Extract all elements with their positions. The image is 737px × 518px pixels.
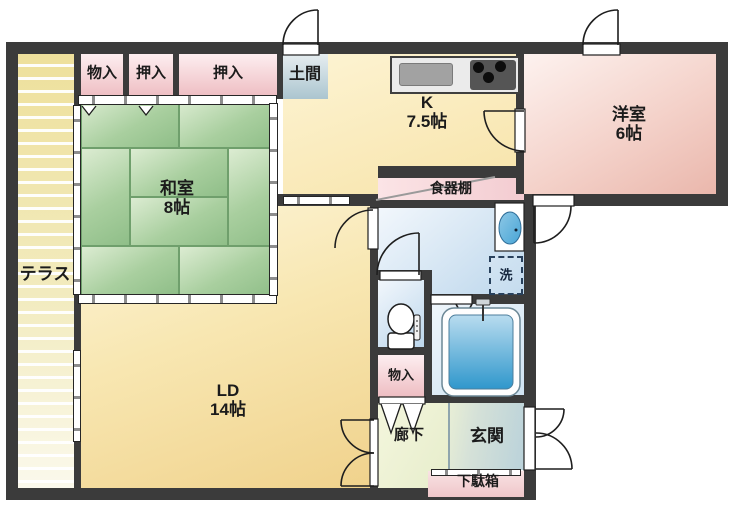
wall-closet-divider-2 (173, 54, 179, 97)
shoe-cabinet-track (431, 469, 521, 476)
stove-burner-icon (483, 72, 494, 83)
wall-right-upper (716, 42, 728, 206)
tatami-mat (81, 99, 179, 148)
washer-space (489, 256, 523, 295)
storage-top-label: 物入 (86, 64, 118, 82)
tatami-mat (81, 246, 179, 295)
window-japanese-room-west (73, 105, 81, 295)
laundry-space-label: 洗 (499, 267, 513, 283)
entrance-label: 玄関 (470, 426, 504, 446)
bathroom-floor (432, 304, 524, 395)
sliding-door-japanese-room-east (269, 103, 278, 296)
wall-cupboard-top (378, 166, 524, 178)
tatami-mat (130, 197, 228, 246)
entrance-floor (448, 403, 524, 470)
doma-floor (282, 54, 328, 99)
wall-bottom (6, 488, 536, 500)
entrance-step-line (448, 403, 450, 470)
closet-right-floor (179, 54, 277, 97)
wall-top (6, 42, 728, 54)
stove-burner-icon (473, 62, 484, 73)
closet-left-label: 押入 (135, 64, 167, 82)
western-room-floor (524, 54, 716, 194)
wall-toilet-bottom (378, 347, 424, 355)
wall-western-room-south (524, 194, 728, 206)
tatami-mat (179, 246, 277, 295)
terrace-floor (18, 54, 74, 488)
storage-bottom-label: 物入 (387, 367, 415, 383)
storage-bottom-floor (378, 355, 424, 397)
doma-label: 土間 (288, 66, 322, 84)
wall-closet-divider-1 (123, 54, 129, 97)
stove-burner-icon (495, 61, 506, 72)
wall-right-mid (524, 194, 536, 500)
terrace-label: テラス (19, 264, 71, 284)
cupboard-label: 食器棚 (430, 180, 472, 197)
storage-top-floor (81, 54, 123, 97)
wall-closet-right (277, 54, 283, 99)
japanese-room-floor (81, 99, 277, 295)
window-ld-west (73, 350, 81, 442)
wall-toilet-right-column (424, 270, 432, 403)
closet-right-label: 押入 (212, 64, 244, 82)
kitchen-sink-icon (399, 63, 453, 86)
shoe-cabinet-label: 下駄箱 (457, 473, 499, 490)
tatami-mat (228, 148, 277, 246)
tatami-mat (130, 148, 228, 197)
sliding-door-kitchen-ld (283, 196, 350, 205)
sliding-door-japanese-room-north (78, 95, 277, 105)
toilet-floor (378, 280, 424, 347)
closet-left-floor (129, 54, 173, 97)
wall-left (6, 42, 18, 500)
sliding-door-japanese-room-south (78, 294, 277, 304)
wall-entrance-top (424, 395, 524, 403)
wall-washroom-toilet (378, 270, 424, 280)
wall-ld-right (370, 194, 378, 488)
wall-bath-top (424, 294, 524, 304)
tatami-mat (81, 148, 130, 246)
wall-bath-stub (468, 383, 484, 397)
tatami-mat (179, 99, 277, 148)
wall-cupboard-bottom (378, 200, 524, 208)
hallway-label: 廊下 (393, 426, 425, 444)
